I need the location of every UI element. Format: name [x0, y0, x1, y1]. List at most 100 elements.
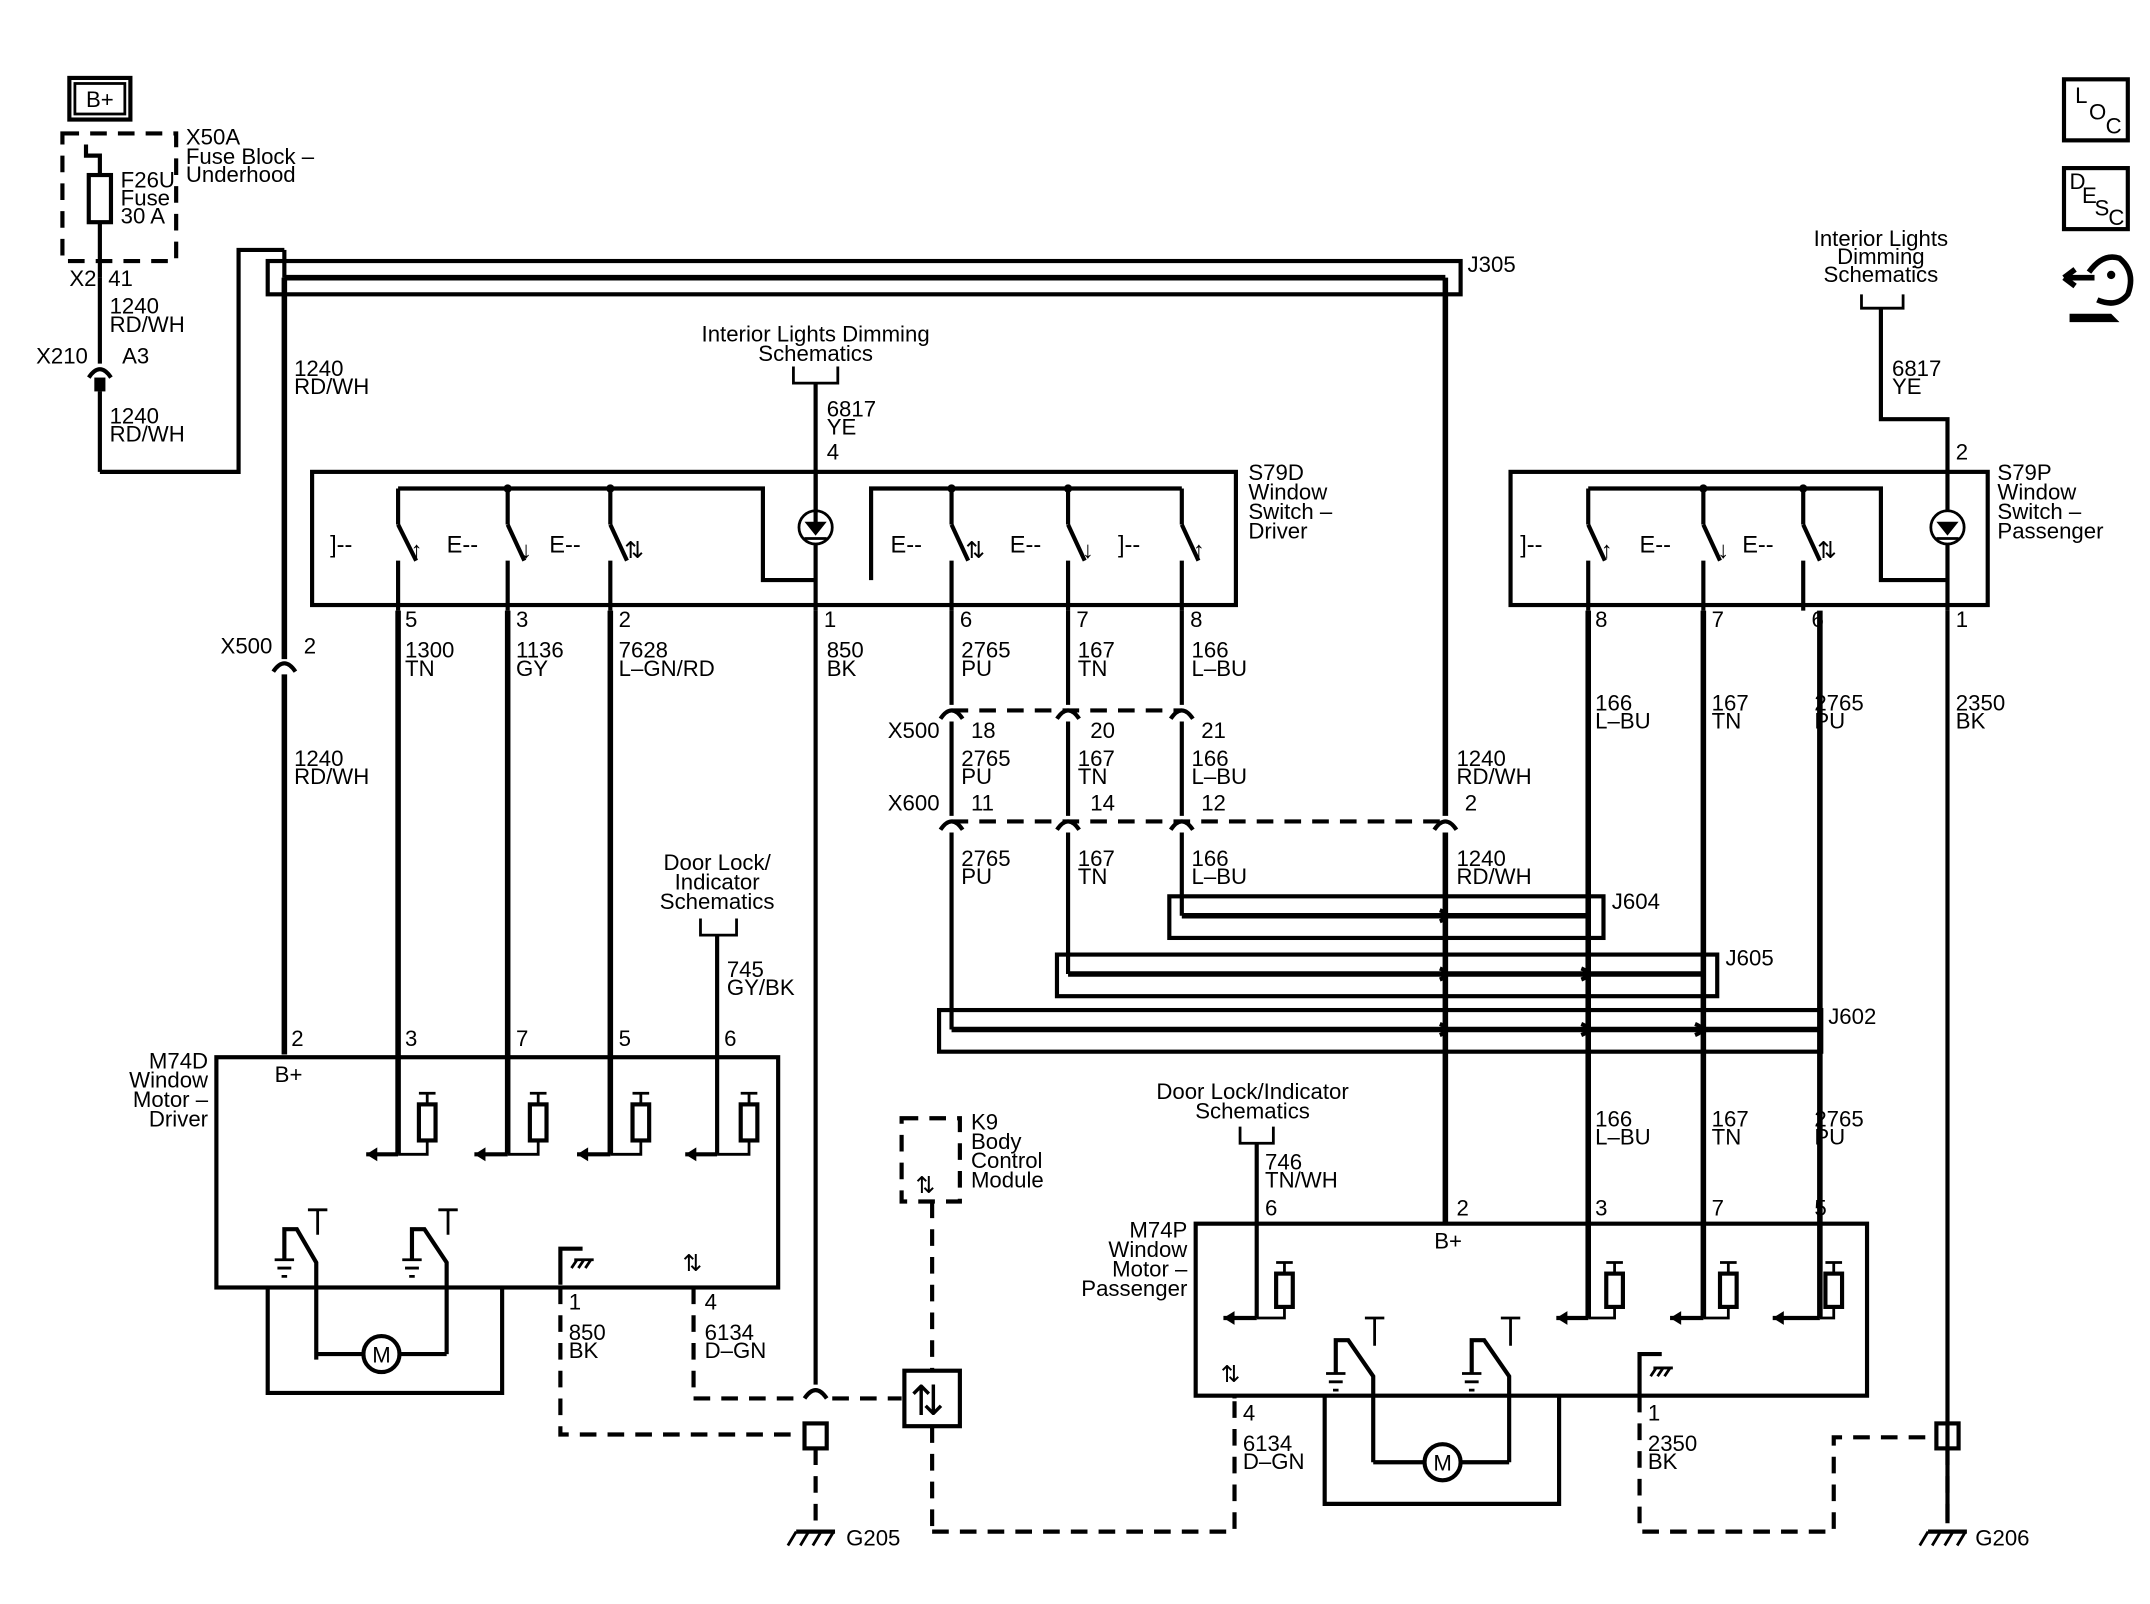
x600-pin-11: 11 [971, 790, 994, 815]
dimming-led-icon [797, 471, 834, 611]
x500-left-label: X500 [221, 634, 273, 659]
m74p-bplus: B+ [1434, 1229, 1462, 1254]
s79d-l1: Window [1248, 480, 1328, 505]
svg-text:E--: E-- [1640, 531, 1671, 557]
s79d-pin-7: 7 [1076, 607, 1088, 632]
w6817-color-p: YE [1892, 374, 1922, 399]
g205-label: G205 [846, 1525, 900, 1550]
svg-text:]--: ]-- [1118, 531, 1140, 557]
s79d-pin-1: 1 [824, 607, 836, 632]
w2765-color-p1: PU [1814, 708, 1845, 733]
w167-color-b: TN [1078, 764, 1108, 789]
m74d-pin-2: 2 [291, 1026, 303, 1051]
g205-ground-icon: G205 [786, 1421, 900, 1550]
switch-down-passenger: E-- ↓ [1640, 488, 1729, 611]
fuse-conn: X2 [69, 266, 96, 291]
m74d-l1: Window [129, 1068, 209, 1093]
s79p-window-switch-passenger: S79P Window Switch – Passenger ]-- ↑ E--… [1508, 460, 2104, 632]
w6817-num-p: 6817 [1892, 356, 1941, 381]
m74d-l2: Motor – [133, 1087, 209, 1112]
switch-up-left: ]-- ↑ [330, 488, 422, 611]
w850-num-a: 850 [827, 638, 864, 663]
k9-l1: Body [971, 1129, 1022, 1154]
w167-num-b: 167 [1078, 746, 1115, 771]
desc-letter-e: E [2082, 183, 2097, 208]
s79d-name: S79D [1248, 460, 1304, 485]
m74d-pin-7: 7 [516, 1026, 528, 1051]
switch-updown-right: E-- ⇅ [891, 488, 985, 611]
splice-j305: J305 [265, 252, 1516, 297]
m74p-relays: M [1326, 1316, 1521, 1483]
m74p-l1: Window [1108, 1237, 1188, 1262]
switch-updown-left: E-- ⇅ [549, 488, 644, 611]
x600-pin-2: 2 [1465, 790, 1477, 815]
connector-hand-icon[interactable] [2062, 254, 2134, 323]
w2765-color-p2: PU [1814, 1125, 1845, 1150]
m74d-window-motor-driver: M74D Window Motor – Driver B+ 2 3 7 5 6 [129, 1026, 781, 1375]
w167-color-p1: TN [1712, 708, 1742, 733]
fuse-pin: 41 [108, 266, 133, 291]
w1240-num-d: 1240 [294, 746, 343, 771]
x600-label: X600 [888, 790, 940, 815]
w745-color: GY/BK [727, 975, 795, 1000]
w167-color-c: TN [1078, 864, 1108, 889]
x500-pin-18: 18 [971, 718, 996, 743]
w2765-color-c: PU [961, 864, 992, 889]
m74p-l2: Motor – [1112, 1256, 1188, 1281]
s79d-l2: Switch – [1248, 499, 1333, 524]
w7628-color: L–GN/RD [619, 656, 715, 681]
w2350-color-b: BK [1648, 1449, 1678, 1474]
w850-num-b: 850 [569, 1320, 606, 1345]
doorlock-ref-3: Schematics [660, 889, 775, 914]
doorlock-p-2: Schematics [1195, 1098, 1310, 1123]
svg-text:]--: ]-- [1520, 531, 1542, 557]
k9-l3: Module [971, 1168, 1044, 1193]
w1240-color-e: RD/WH [1456, 764, 1531, 789]
x210-pin: A3 [122, 344, 149, 369]
fuse-block-desc2: Underhood [186, 162, 296, 187]
m74p-window-motor-passenger: M74P Window Motor – Passenger B+ 6 2 3 7… [1081, 1195, 1870, 1483]
m74p-inputs [1223, 1261, 1845, 1325]
w166-num-b: 166 [1192, 746, 1229, 771]
w2765-num-b: 2765 [961, 746, 1010, 771]
bplus-label: B+ [86, 87, 114, 112]
w166-color-a: L–BU [1192, 656, 1248, 681]
j605-label: J605 [1726, 946, 1774, 971]
w167-num-c: 167 [1078, 846, 1115, 871]
dimming-ref-2: Schematics [758, 341, 873, 366]
m74d-bplus: B+ [275, 1062, 303, 1087]
w167-num-p1: 167 [1712, 690, 1749, 715]
loc-icon[interactable]: L O C [2061, 77, 2130, 143]
m74d-l3: Driver [149, 1107, 209, 1132]
s79d-l3: Driver [1248, 518, 1308, 543]
s79d-pin-power: 4 [827, 439, 839, 464]
splice-j602: J602 [936, 1004, 1876, 1054]
w1136-num: 1136 [516, 638, 564, 663]
s79p-pin-power: 2 [1956, 439, 1968, 464]
s79d-pin-5: 5 [405, 607, 417, 632]
w167-num-a: 167 [1078, 638, 1115, 663]
arrow-down-icon: ↓ [1082, 537, 1094, 563]
w6817-num-d: 6817 [827, 396, 876, 421]
x500-label: X500 [888, 718, 940, 743]
m74p-pin-1: 1 [1648, 1401, 1660, 1426]
desc-icon[interactable]: D E S C [2061, 166, 2130, 232]
w1240-color-d: RD/WH [294, 764, 369, 789]
s79p-pin-1: 1 [1956, 607, 1968, 632]
w2765-num-p1: 2765 [1814, 690, 1863, 715]
arrow-down-icon: ↓ [520, 537, 532, 563]
doorlock-p-1: Door Lock/Indicator [1156, 1079, 1349, 1104]
w2350-num-b: 2350 [1648, 1431, 1697, 1456]
w1300-num: 1300 [405, 638, 454, 663]
x600-connector-row: X600 11 14 12 [888, 790, 1446, 831]
s79p-pin-7: 7 [1712, 607, 1724, 632]
j604-label: J604 [1612, 889, 1660, 914]
w850-color-a: BK [827, 656, 857, 681]
s79d-pin-6: 6 [960, 607, 972, 632]
w6134-num-a: 6134 [705, 1320, 754, 1345]
w1136-color: GY [516, 656, 548, 681]
m74p-pin-3: 3 [1595, 1195, 1607, 1220]
m74d-pin-5: 5 [619, 1026, 631, 1051]
w1240-color-a: RD/WH [110, 312, 185, 337]
fuse-rating: 30 A [121, 204, 166, 229]
